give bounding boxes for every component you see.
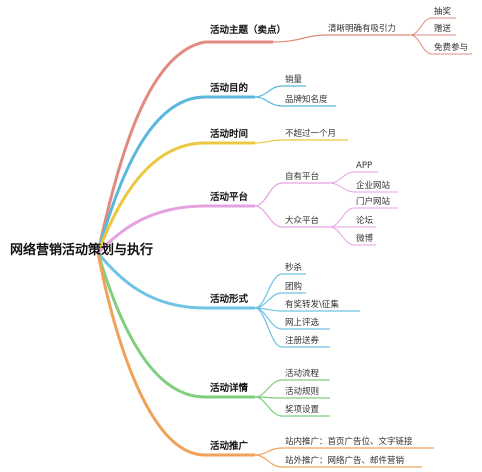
link-form-2 [254, 292, 306, 309]
details-prizes[interactable]: 奖项设置 [285, 405, 320, 415]
link-root-promotion [96, 252, 255, 457]
link-public-weibo [329, 226, 376, 246]
link-platform-own [254, 182, 330, 207]
link-details-1 [254, 379, 330, 398]
promotion-offsite[interactable]: 站外推广：网络广告、邮件营销 [285, 456, 405, 466]
purpose-sales[interactable]: 销量 [285, 75, 303, 85]
branch-form[interactable]: 活动形式 [210, 294, 249, 305]
form-share-collect[interactable]: 有奖转发\征集 [285, 300, 339, 310]
link-promotion-1 [254, 447, 434, 456]
platform-public[interactable]: 大众平台 [285, 216, 320, 226]
link-root-theme [96, 40, 273, 254]
theme-leaf-gift[interactable]: 赠送 [434, 24, 452, 34]
link-purpose-1 [254, 85, 306, 98]
branch-platform[interactable]: 活动平台 [210, 192, 249, 203]
link-public-portal [329, 207, 398, 228]
link-root-form [96, 252, 255, 310]
link-details-2 [254, 396, 330, 399]
link-platform-public [254, 205, 330, 228]
promotion-onsite[interactable]: 站内推广：首页广告位、文字链接 [285, 437, 413, 447]
link-own-site [329, 182, 398, 193]
platform-own-app[interactable]: APP [356, 161, 373, 171]
root-topic[interactable]: 网络营销活动策划与执行 [10, 243, 154, 258]
link-root-time [96, 141, 255, 254]
link-form-5 [254, 307, 330, 348]
branch-theme[interactable]: 活动主题（卖点） [210, 25, 287, 36]
link-theme-child [272, 34, 410, 43]
branch-promotion[interactable]: 活动推广 [210, 441, 249, 452]
branch-purpose[interactable]: 活动目的 [210, 83, 249, 94]
platform-public-weibo[interactable]: 微博 [356, 234, 374, 244]
link-promotion-2 [254, 454, 422, 468]
platform-own[interactable]: 自有平台 [285, 172, 320, 182]
link-root-details [96, 252, 255, 399]
branch-details[interactable]: 活动详情 [210, 383, 249, 394]
platform-public-portal[interactable]: 门户网站 [356, 197, 391, 207]
link-details-3 [254, 396, 330, 417]
details-rules[interactable]: 活动规则 [285, 387, 320, 397]
link-time-1 [254, 139, 348, 144]
link-root-purpose [96, 95, 255, 254]
form-group-buy[interactable]: 团购 [285, 282, 303, 292]
theme-child[interactable]: 清晰明确有吸引力 [328, 24, 397, 34]
details-process[interactable]: 活动流程 [285, 369, 320, 379]
platform-public-forum[interactable]: 论坛 [356, 216, 374, 226]
branch-time[interactable]: 活动时间 [210, 129, 249, 140]
link-purpose-2 [254, 96, 336, 107]
time-duration[interactable]: 不超过一个月 [285, 129, 337, 139]
link-form-1 [254, 273, 306, 309]
link-theme-leaf-3 [409, 34, 472, 55]
form-signup-coupon[interactable]: 注册送券 [285, 336, 320, 346]
theme-leaf-free[interactable]: 免费参与 [434, 43, 469, 53]
theme-leaf-lottery[interactable]: 抽奖 [434, 7, 452, 17]
platform-own-site[interactable]: 企业网站 [356, 181, 391, 191]
link-root-platform [96, 204, 255, 255]
link-theme-leaf-1 [409, 17, 456, 36]
link-own-app [329, 171, 378, 184]
purpose-brand[interactable]: 品牌知名度 [285, 95, 328, 105]
form-online-vote[interactable]: 网上评选 [285, 318, 320, 328]
form-flash-sale[interactable]: 秒杀 [285, 263, 303, 273]
